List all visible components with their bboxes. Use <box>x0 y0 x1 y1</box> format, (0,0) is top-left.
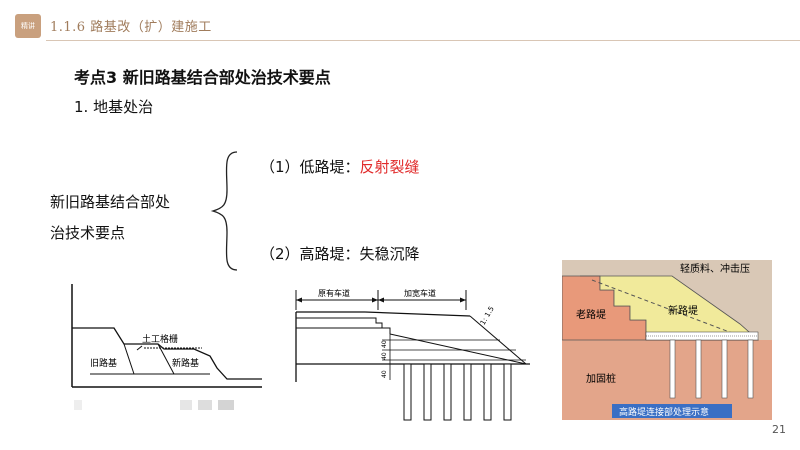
label-light-fill: 轻质料、冲击压 <box>680 262 750 275</box>
header-divider <box>46 40 800 41</box>
section-title: 1.1.6 路基改（扩）建施工 <box>50 20 212 35</box>
dim-label-1: 40 <box>381 340 388 348</box>
dim-label-3: 40 <box>381 370 388 378</box>
chapter-badge: 精讲 <box>15 14 41 38</box>
item-low-embankment: （1）低路堤：反射裂缝 <box>260 156 420 177</box>
dim-label-2: 40 <box>381 352 388 360</box>
pile-c <box>721 339 728 399</box>
pile-b <box>695 339 702 399</box>
label-slope-ratio: 1: 1.5 <box>479 305 496 326</box>
diagram-widening: 原有车道 加宽车道 1: 1.5 40 40 40 <box>295 288 530 421</box>
pile-6 <box>503 363 512 421</box>
label-old-embankment: 老路堤 <box>576 308 606 321</box>
item-low-label: （1）低路堤： <box>260 158 360 176</box>
top-bar: 精讲 1.1.6 路基改（扩）建施工 <box>0 0 800 48</box>
brace-label-line1: 新旧路基结合部处 <box>50 193 171 211</box>
brace-label-line2: 治技术要点 <box>50 224 126 242</box>
item-high-embankment: （2）高路堤：失稳沉降 <box>260 243 420 264</box>
item-high-label: （2）高路堤：失稳沉降 <box>260 245 420 263</box>
label-reinforcing-pile: 加固桩 <box>586 372 616 385</box>
pile-a <box>669 339 676 399</box>
label-widened-lane: 加宽车道 <box>404 288 436 298</box>
label-old-subgrade: 旧路基 <box>90 357 117 369</box>
item-low-value: 反射裂缝 <box>359 158 420 176</box>
label-new-embankment: 新路堤 <box>668 304 698 317</box>
label-geogrid: 土工格栅 <box>142 333 178 345</box>
pile-3 <box>443 363 452 421</box>
slide-heading: 考点3 新旧路基结合部处治技术要点 <box>74 68 331 87</box>
page-number: 21 <box>772 423 786 436</box>
diagram-caption: 高路堤连接部处理示意 <box>619 406 709 418</box>
caption-box <box>612 404 732 418</box>
pile-2 <box>423 363 432 421</box>
label-new-subgrade: 新路基 <box>172 357 199 369</box>
diagram-low-embankment: 土工格栅 旧路基 新路基 <box>71 284 262 410</box>
pile-5 <box>483 363 492 421</box>
label-original-lane: 原有车道 <box>318 288 350 298</box>
pile-1 <box>403 363 412 421</box>
pile-4 <box>463 363 472 421</box>
slide-subheading: 1. 地基处治 <box>74 98 154 116</box>
curly-brace <box>210 151 238 271</box>
pile-d <box>747 339 754 399</box>
diagram-high-embankment: 轻质料、冲击压 老路堤 新路堤 加固桩 高路堤连接部处理示意 <box>562 260 772 420</box>
